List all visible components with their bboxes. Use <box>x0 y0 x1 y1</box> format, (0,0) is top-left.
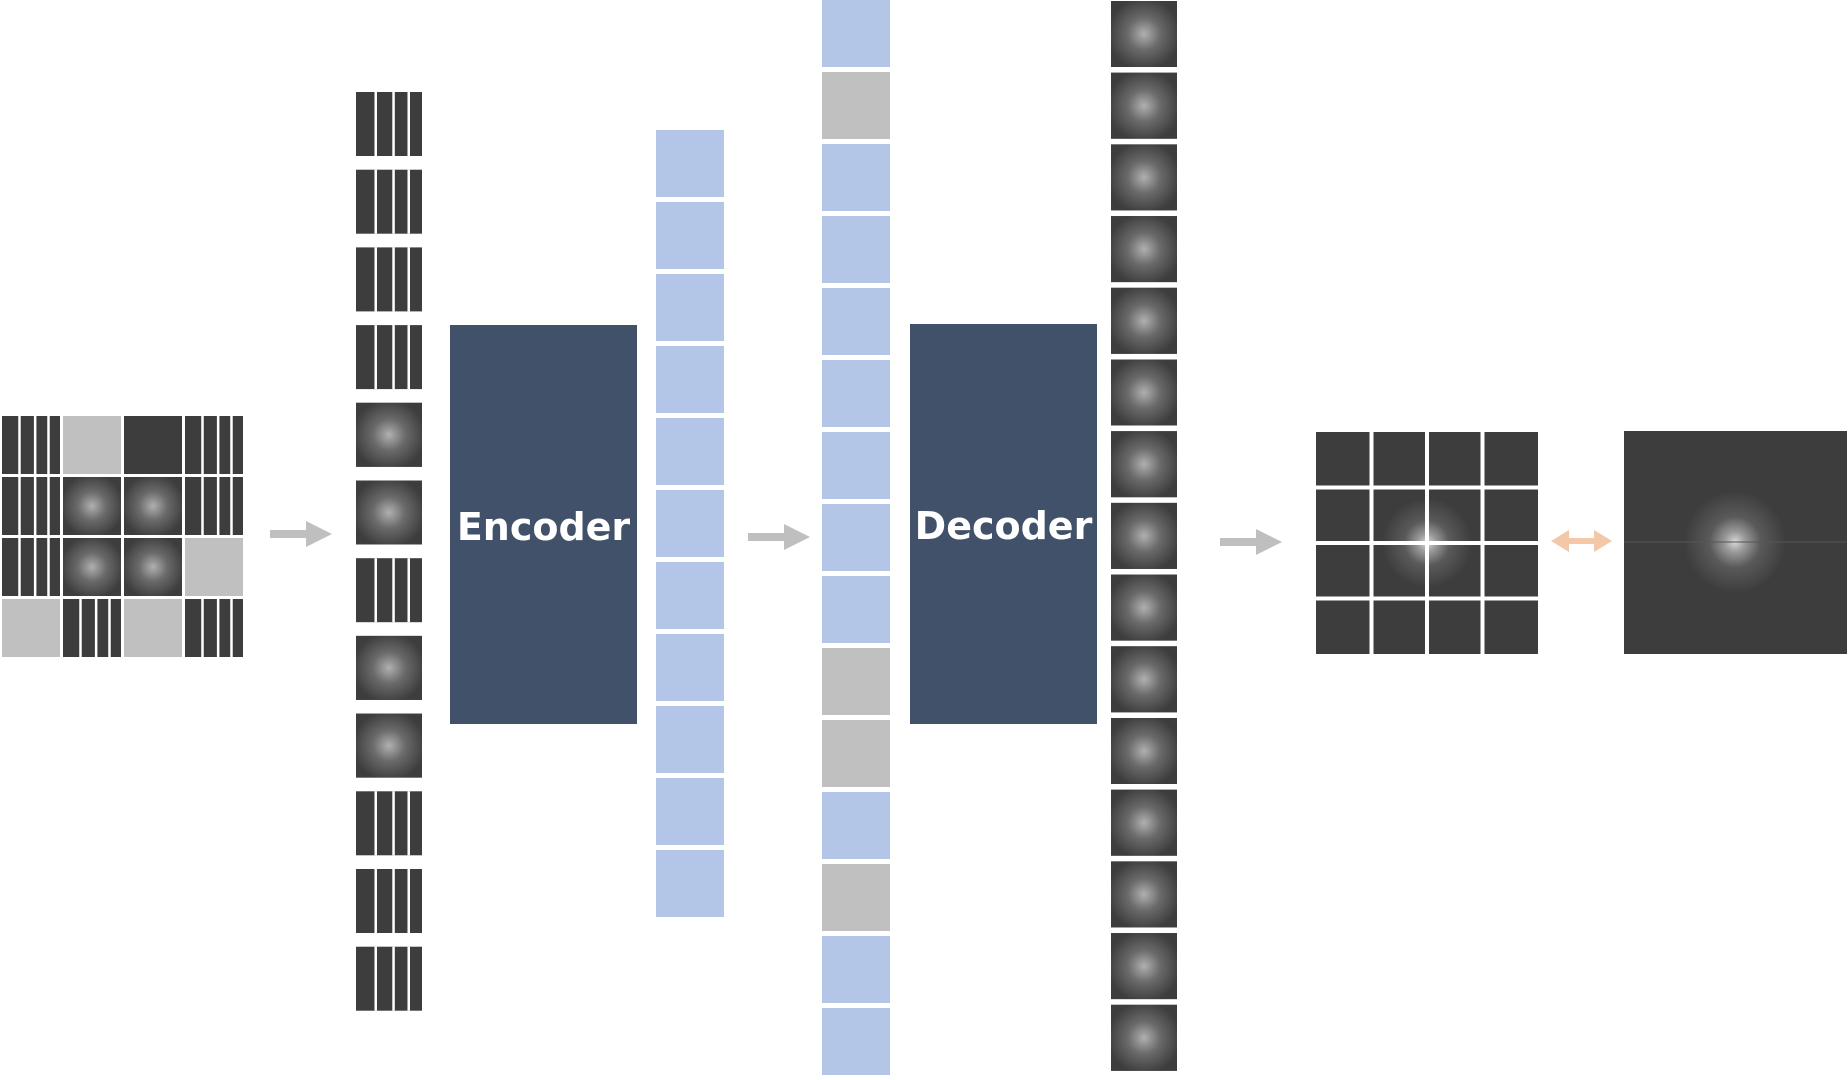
latent-token <box>656 850 724 917</box>
latent-token <box>822 360 890 427</box>
latent-token <box>656 346 724 413</box>
flow-arrow <box>1220 529 1282 555</box>
input-patch <box>2 538 60 596</box>
mask-token <box>822 864 890 931</box>
visible-patch <box>356 713 422 778</box>
latent-token <box>656 490 724 557</box>
input-patch <box>63 538 121 596</box>
reconstructed-patch <box>1111 287 1177 354</box>
input-patch <box>63 477 121 535</box>
visible-patch <box>356 635 422 700</box>
input-patch <box>124 416 182 474</box>
masked-input-grid <box>2 416 243 657</box>
visible-patch <box>356 869 422 933</box>
grid-line <box>1316 596 1538 601</box>
latent-token-column <box>656 130 724 917</box>
flow-arrow <box>748 524 810 550</box>
visible-patch <box>356 946 422 1011</box>
grid-line <box>1316 541 1538 545</box>
visible-patch-column <box>356 92 422 1011</box>
input-patch <box>2 416 60 474</box>
input-patch <box>124 538 182 596</box>
latent-token <box>822 288 890 355</box>
latent-token <box>822 504 890 571</box>
reconstructed-grid <box>1316 432 1538 654</box>
input-patch <box>185 477 243 535</box>
latent-token <box>656 202 724 269</box>
reconstructed-patch <box>1111 144 1177 211</box>
input-patch <box>124 477 182 535</box>
input-patch <box>63 416 121 474</box>
latent-token <box>656 634 724 701</box>
flow-arrow <box>270 521 332 547</box>
mask-token <box>822 72 890 139</box>
visible-patch <box>356 247 422 312</box>
input-patch <box>2 477 60 535</box>
visible-patch <box>356 92 422 156</box>
reconstructed-patch <box>1111 574 1177 641</box>
input-patch <box>2 599 60 657</box>
latent-token <box>822 1008 890 1075</box>
mask-token <box>822 648 890 715</box>
reconstructed-patch <box>1111 789 1177 856</box>
reconstructed-patch <box>1111 861 1177 928</box>
latent-token <box>822 432 890 499</box>
visible-patch <box>356 558 422 623</box>
latent-token <box>656 130 724 197</box>
latent-token <box>822 792 890 859</box>
mask-token <box>822 720 890 787</box>
reconstructed-patch <box>1111 933 1177 1000</box>
latent-token <box>822 144 890 211</box>
input-patch <box>124 599 182 657</box>
visible-patch <box>356 402 422 467</box>
latent-token <box>656 778 724 845</box>
latent-token <box>656 706 724 773</box>
encoder-label: Encoder <box>456 504 631 549</box>
latent-token <box>822 216 890 283</box>
reconstructed-patch <box>1111 216 1177 283</box>
latent-token <box>822 576 890 643</box>
visible-patch <box>356 325 422 390</box>
latent-token <box>822 936 890 1003</box>
reconstructed-patch <box>1111 1 1177 67</box>
input-patch <box>185 599 243 657</box>
visible-patch <box>356 480 422 545</box>
compare-arrow <box>1551 530 1612 552</box>
visible-patch <box>356 169 422 234</box>
target-image <box>1624 431 1847 654</box>
decoder-block: Decoder <box>910 324 1097 724</box>
reconstructed-patch <box>1111 359 1177 426</box>
encoder-block: Encoder <box>450 325 637 724</box>
decoder-label: Decoder <box>914 504 1093 548</box>
grid-line <box>1316 485 1538 490</box>
flow-arrows <box>270 521 1612 555</box>
reconstructed-patch-column <box>1111 1 1177 1071</box>
reconstructed-patch <box>1111 1004 1177 1071</box>
input-patch <box>185 538 243 596</box>
input-patch <box>185 416 243 474</box>
visible-patch <box>356 791 422 856</box>
decoder-token-column <box>822 0 890 1075</box>
latent-token <box>656 418 724 485</box>
reconstructed-patch <box>1111 72 1177 139</box>
reconstructed-patch <box>1111 718 1177 784</box>
reconstructed-patch <box>1111 502 1177 569</box>
input-patch <box>63 599 121 657</box>
latent-token <box>822 0 890 67</box>
reconstructed-patch <box>1111 646 1177 713</box>
latent-token <box>656 562 724 629</box>
reconstructed-patch <box>1111 431 1177 498</box>
latent-token <box>656 274 724 341</box>
